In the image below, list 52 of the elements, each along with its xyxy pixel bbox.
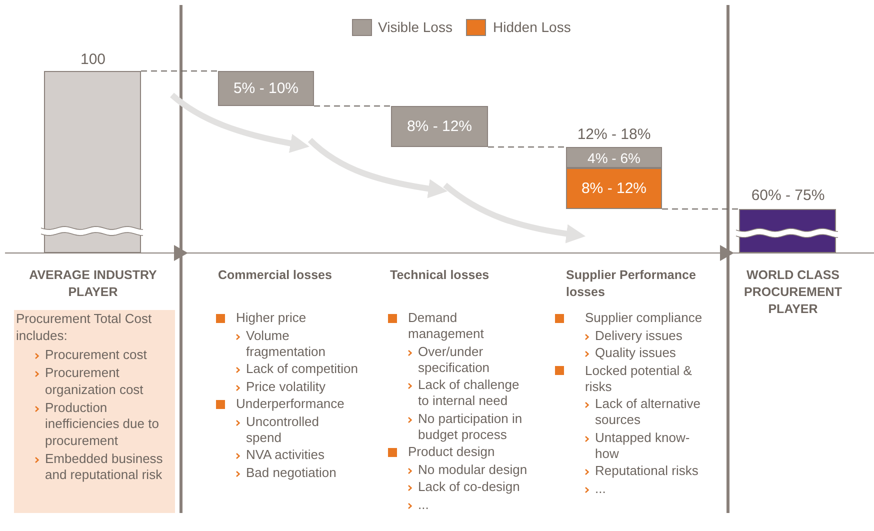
list-item: Embedded business and reputational risk: [45, 450, 164, 484]
value-label: 12% - 18%: [577, 126, 651, 143]
list-item: Supplier compliance: [585, 310, 702, 326]
list-item: Reputational risks: [595, 463, 698, 479]
column-heading: AVERAGE INDUSTRY PLAYER: [28, 267, 158, 301]
list-item: Locked potential & risks: [585, 362, 693, 394]
list-item: Product design: [408, 444, 495, 460]
list-item: Uncontrolled spend: [246, 414, 320, 446]
cost-bar: [44, 71, 141, 253]
loss-bar: [566, 147, 662, 168]
loss-bar: [566, 168, 662, 209]
list-item: NVA activities: [246, 447, 325, 463]
percentage-label: 8% - 12%: [581, 180, 647, 197]
column-heading: Supplier Performance losses: [566, 267, 697, 301]
panel-heading: Procurement Total Cost includes:: [16, 311, 153, 344]
connector-line: [140, 70, 218, 72]
connector-line: [488, 146, 566, 148]
list-item: Lack of co-design: [418, 479, 520, 495]
list-item: Untapped know-how: [595, 430, 691, 462]
value-label: 100: [80, 51, 106, 68]
list-item: No modular design: [418, 462, 528, 478]
column-heading: Technical losses: [390, 267, 490, 284]
list-item: Bad negotiation: [246, 464, 336, 480]
note-panel: [14, 310, 175, 513]
list-item: Lack of challenge to internal need: [418, 377, 520, 409]
column-heading: WORLD CLASS PROCUREMENT PLAYER: [743, 267, 843, 318]
list-item: Over/under specification: [418, 344, 491, 376]
list-item: ...: [595, 480, 606, 496]
loss-bar: [391, 106, 488, 147]
legend-label: Visible Loss: [378, 19, 452, 36]
list-item: Production inefficiencies due to procurement: [45, 400, 160, 449]
percentage-label: 8% - 12%: [406, 118, 472, 135]
value-label: 60% - 75%: [751, 187, 825, 204]
list-item: Lack of alternative sources: [595, 396, 702, 428]
list-item: Demand management: [408, 310, 485, 342]
list-item: Volume fragmentation: [246, 328, 326, 360]
list-item: Procurement organization cost: [45, 365, 144, 398]
list-item: Delivery issues: [595, 328, 682, 344]
list-item: Higher price: [236, 310, 306, 326]
list-item: Underperformance: [236, 396, 344, 412]
percentage-label: 4% - 6%: [588, 150, 640, 166]
list-item: ...: [418, 496, 429, 512]
column-heading: Commercial losses: [218, 267, 333, 284]
percentage-label: 5% - 10%: [233, 80, 299, 97]
list-item: No participation in budget process: [418, 410, 524, 442]
list-item: Lack of competition: [246, 361, 358, 377]
legend-label: Hidden Loss: [493, 19, 571, 36]
list-item: Procurement cost: [45, 347, 147, 364]
loss-bar: [218, 71, 314, 106]
list-item: Quality issues: [595, 345, 676, 361]
list-item: Price volatility: [246, 378, 326, 394]
connector-line: [662, 208, 740, 210]
